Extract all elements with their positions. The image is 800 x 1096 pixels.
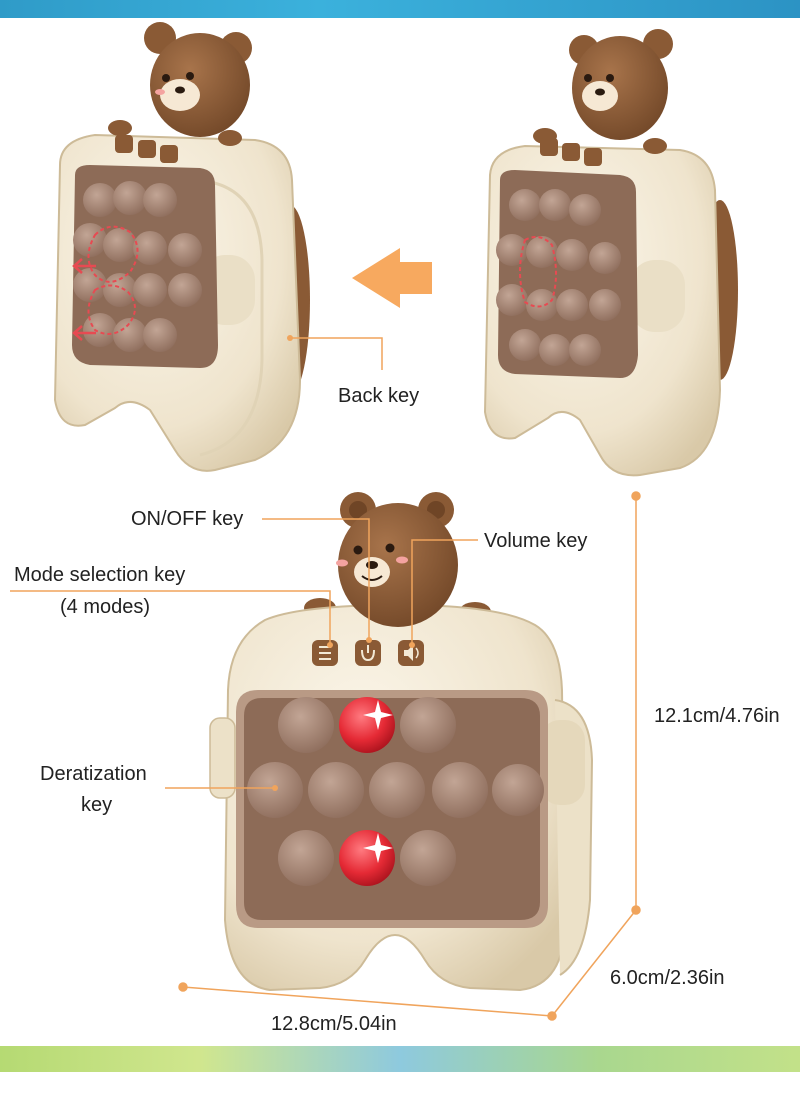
lit-bubble <box>339 830 395 886</box>
dimension-lines <box>178 491 641 1021</box>
volume-icon <box>404 645 419 661</box>
pop-bubble-grid <box>247 697 544 886</box>
pop-bubble <box>400 697 456 753</box>
pop-bubble <box>369 762 425 818</box>
depth-dimension-label: 6.0cm/2.36in <box>610 967 725 989</box>
pop-bubble <box>400 830 456 886</box>
arrow-left-icon <box>72 258 96 341</box>
pop-bubble <box>308 762 364 818</box>
volume-button[interactable] <box>398 640 424 666</box>
deratization-key-label-line1: Deratization <box>40 763 147 785</box>
mode-selection-key-label: Mode selection key <box>14 564 186 586</box>
top-decorative-bar <box>0 0 800 18</box>
volume-key-label: Volume key <box>484 530 588 552</box>
pop-bubble <box>278 830 334 886</box>
lit-bubble <box>339 697 395 753</box>
sparkle <box>363 700 393 863</box>
bear-head-right <box>569 29 673 140</box>
on-off-key-label: ON/OFF key <box>131 508 244 530</box>
back-key-label: Back key <box>338 385 420 407</box>
deratization-key-label-line2: key <box>81 794 113 816</box>
arrow-left-icon <box>352 248 432 308</box>
mode-count-label: (4 modes) <box>60 596 151 618</box>
power-button[interactable] <box>355 640 381 666</box>
bear-head-front <box>336 492 458 627</box>
back-key-leader-line <box>290 337 383 370</box>
height-dimension-label: 12.1cm/4.76in <box>654 705 780 727</box>
device-angled-right <box>483 29 738 477</box>
bear-head-left <box>144 22 252 137</box>
pop-bubble <box>278 697 334 753</box>
width-dimension-label: 12.8cm/5.04in <box>271 1013 397 1035</box>
bottom-decorative-strip <box>0 1046 800 1072</box>
pop-bubble <box>492 764 544 816</box>
pop-bubble <box>432 762 488 818</box>
leader-lines <box>10 518 478 789</box>
device-angled-left <box>53 22 310 472</box>
power-icon <box>361 645 375 662</box>
mode-selection-button[interactable] <box>312 640 338 666</box>
device-front <box>209 492 594 992</box>
